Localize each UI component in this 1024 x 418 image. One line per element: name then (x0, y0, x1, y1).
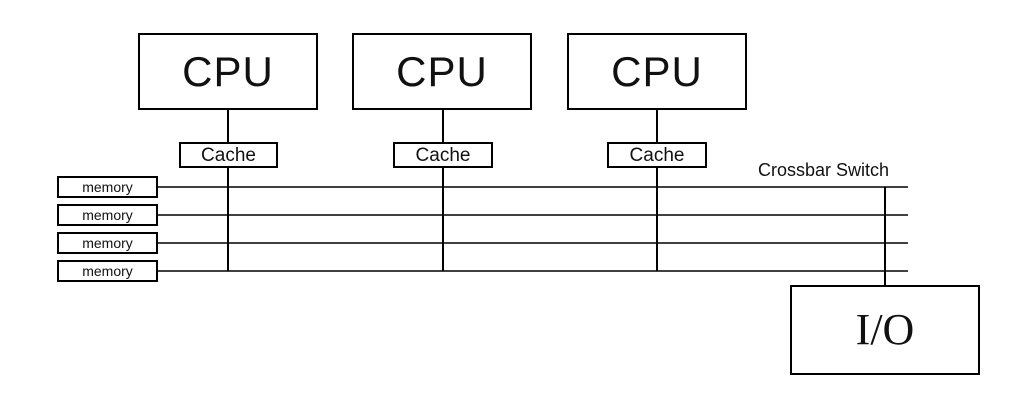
memory-label-3: memory (82, 235, 133, 251)
cpu-box-2: CPU (352, 33, 532, 110)
io-box: I/O (790, 285, 980, 375)
cpu-label-3: CPU (611, 47, 703, 95)
memory-box-2: memory (57, 204, 158, 226)
cpu-label-2: CPU (396, 47, 488, 95)
cache-label-1: Cache (201, 144, 256, 166)
memory-box-3: memory (57, 232, 158, 254)
cpu-label-1: CPU (182, 47, 274, 95)
io-label: I/O (855, 305, 915, 354)
memory-label-4: memory (82, 263, 133, 279)
cache-box-3: Cache (607, 142, 707, 168)
memory-label-2: memory (82, 207, 133, 223)
cache-box-2: Cache (393, 142, 493, 168)
memory-box-4: memory (57, 260, 158, 282)
cache-label-3: Cache (629, 144, 685, 166)
cache-box-1: Cache (179, 142, 278, 168)
cpu-box-1: CPU (138, 33, 318, 110)
crossbar-switch-label: Crossbar Switch (758, 160, 890, 180)
memory-label-1: memory (82, 179, 133, 195)
cpu-box-3: CPU (567, 33, 747, 110)
cache-label-2: Cache (415, 144, 471, 166)
memory-box-1: memory (57, 176, 158, 198)
